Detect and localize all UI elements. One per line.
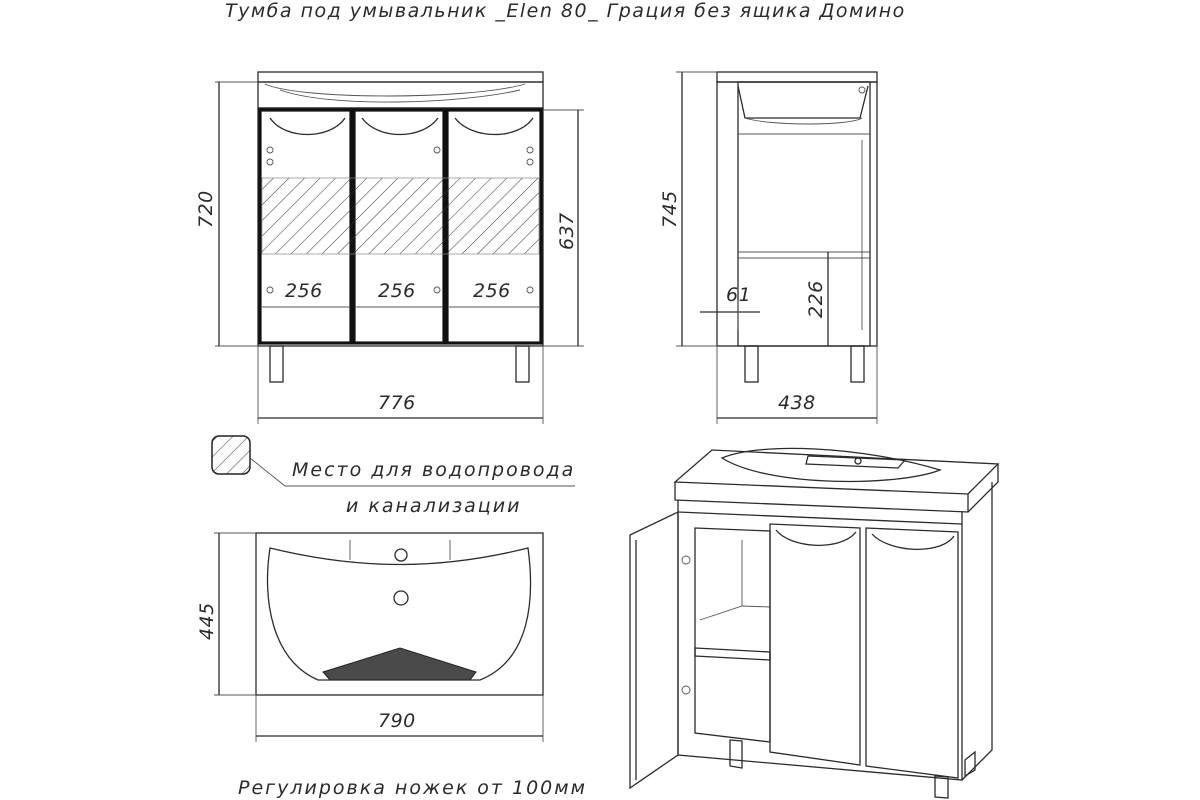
door-handle-recess: [269, 117, 346, 136]
iso-shelf: [694, 647, 771, 661]
iso-leg: [934, 775, 949, 799]
door-width-label: 256: [378, 280, 416, 302]
plumbing-note-line1: Место для водопровода: [292, 459, 575, 481]
front-basin-band: [257, 81, 544, 109]
front-width-label: 776: [378, 392, 416, 414]
side-basin: [737, 85, 869, 119]
iso-open-door: [629, 510, 679, 790]
iso-door-right: [865, 527, 959, 779]
front-body: [257, 107, 544, 347]
iso-leg: [964, 750, 976, 778]
shelf-height-label: 226: [805, 280, 827, 318]
top-countertop: [255, 532, 544, 696]
door-width-label: 256: [473, 280, 511, 302]
side-leg-right: [850, 345, 865, 383]
side-countertop: [716, 71, 878, 83]
plumbing-note-line2: и канализации: [346, 495, 521, 517]
top-width-label: 790: [378, 710, 416, 732]
door-width-label: 256: [285, 280, 323, 302]
iso-handle-recess: [775, 529, 857, 546]
plumbing-zone-symbol: [211, 435, 251, 475]
front-height-label: 720: [195, 190, 217, 228]
top-depth-label: 445: [196, 602, 218, 640]
isometric-view: [629, 447, 1000, 799]
iso-handle-recess: [871, 533, 955, 550]
side-height-label: 745: [659, 190, 681, 228]
side-leg-left: [744, 345, 759, 383]
door-handle-recess: [361, 117, 439, 136]
plumbing-legend: Место для водопровода и канализации: [211, 435, 575, 517]
side-body: [716, 81, 878, 347]
plumbing-zone-hatch: [261, 177, 540, 255]
side-offset-label: 61: [726, 284, 751, 306]
faucet-hole: [394, 548, 408, 562]
drawing-title: Тумба под умывальник _Elen 80_ Грация бе…: [225, 0, 906, 22]
iso-leg: [729, 739, 743, 769]
iso-interior-opening: [694, 527, 771, 743]
iso-countertop-front: [674, 482, 969, 513]
iso-basin: [720, 447, 942, 483]
front-leg-left: [269, 345, 284, 383]
top-view: 445 790: [196, 532, 544, 742]
front-view: 256 256 256 720 637 776: [195, 71, 584, 424]
top-basin-drain-shape: [322, 647, 477, 681]
top-basin: [266, 547, 532, 681]
side-view: 745 61 226 438: [659, 71, 878, 424]
front-basin-curve: [264, 83, 526, 97]
door-height-label: 637: [556, 212, 578, 250]
side-depth-label: 438: [778, 392, 816, 414]
front-leg-right: [515, 345, 530, 383]
iso-body-side: [961, 482, 993, 781]
iso-door-middle: [769, 523, 861, 766]
iso-body-front: [677, 500, 963, 781]
door-handle-recess: [454, 117, 534, 136]
front-countertop: [257, 71, 544, 83]
legs-adjustment-note: Регулировка ножек от 100мм: [238, 777, 587, 799]
drain-hole: [393, 590, 409, 606]
legend-leader-line: [249, 457, 575, 487]
